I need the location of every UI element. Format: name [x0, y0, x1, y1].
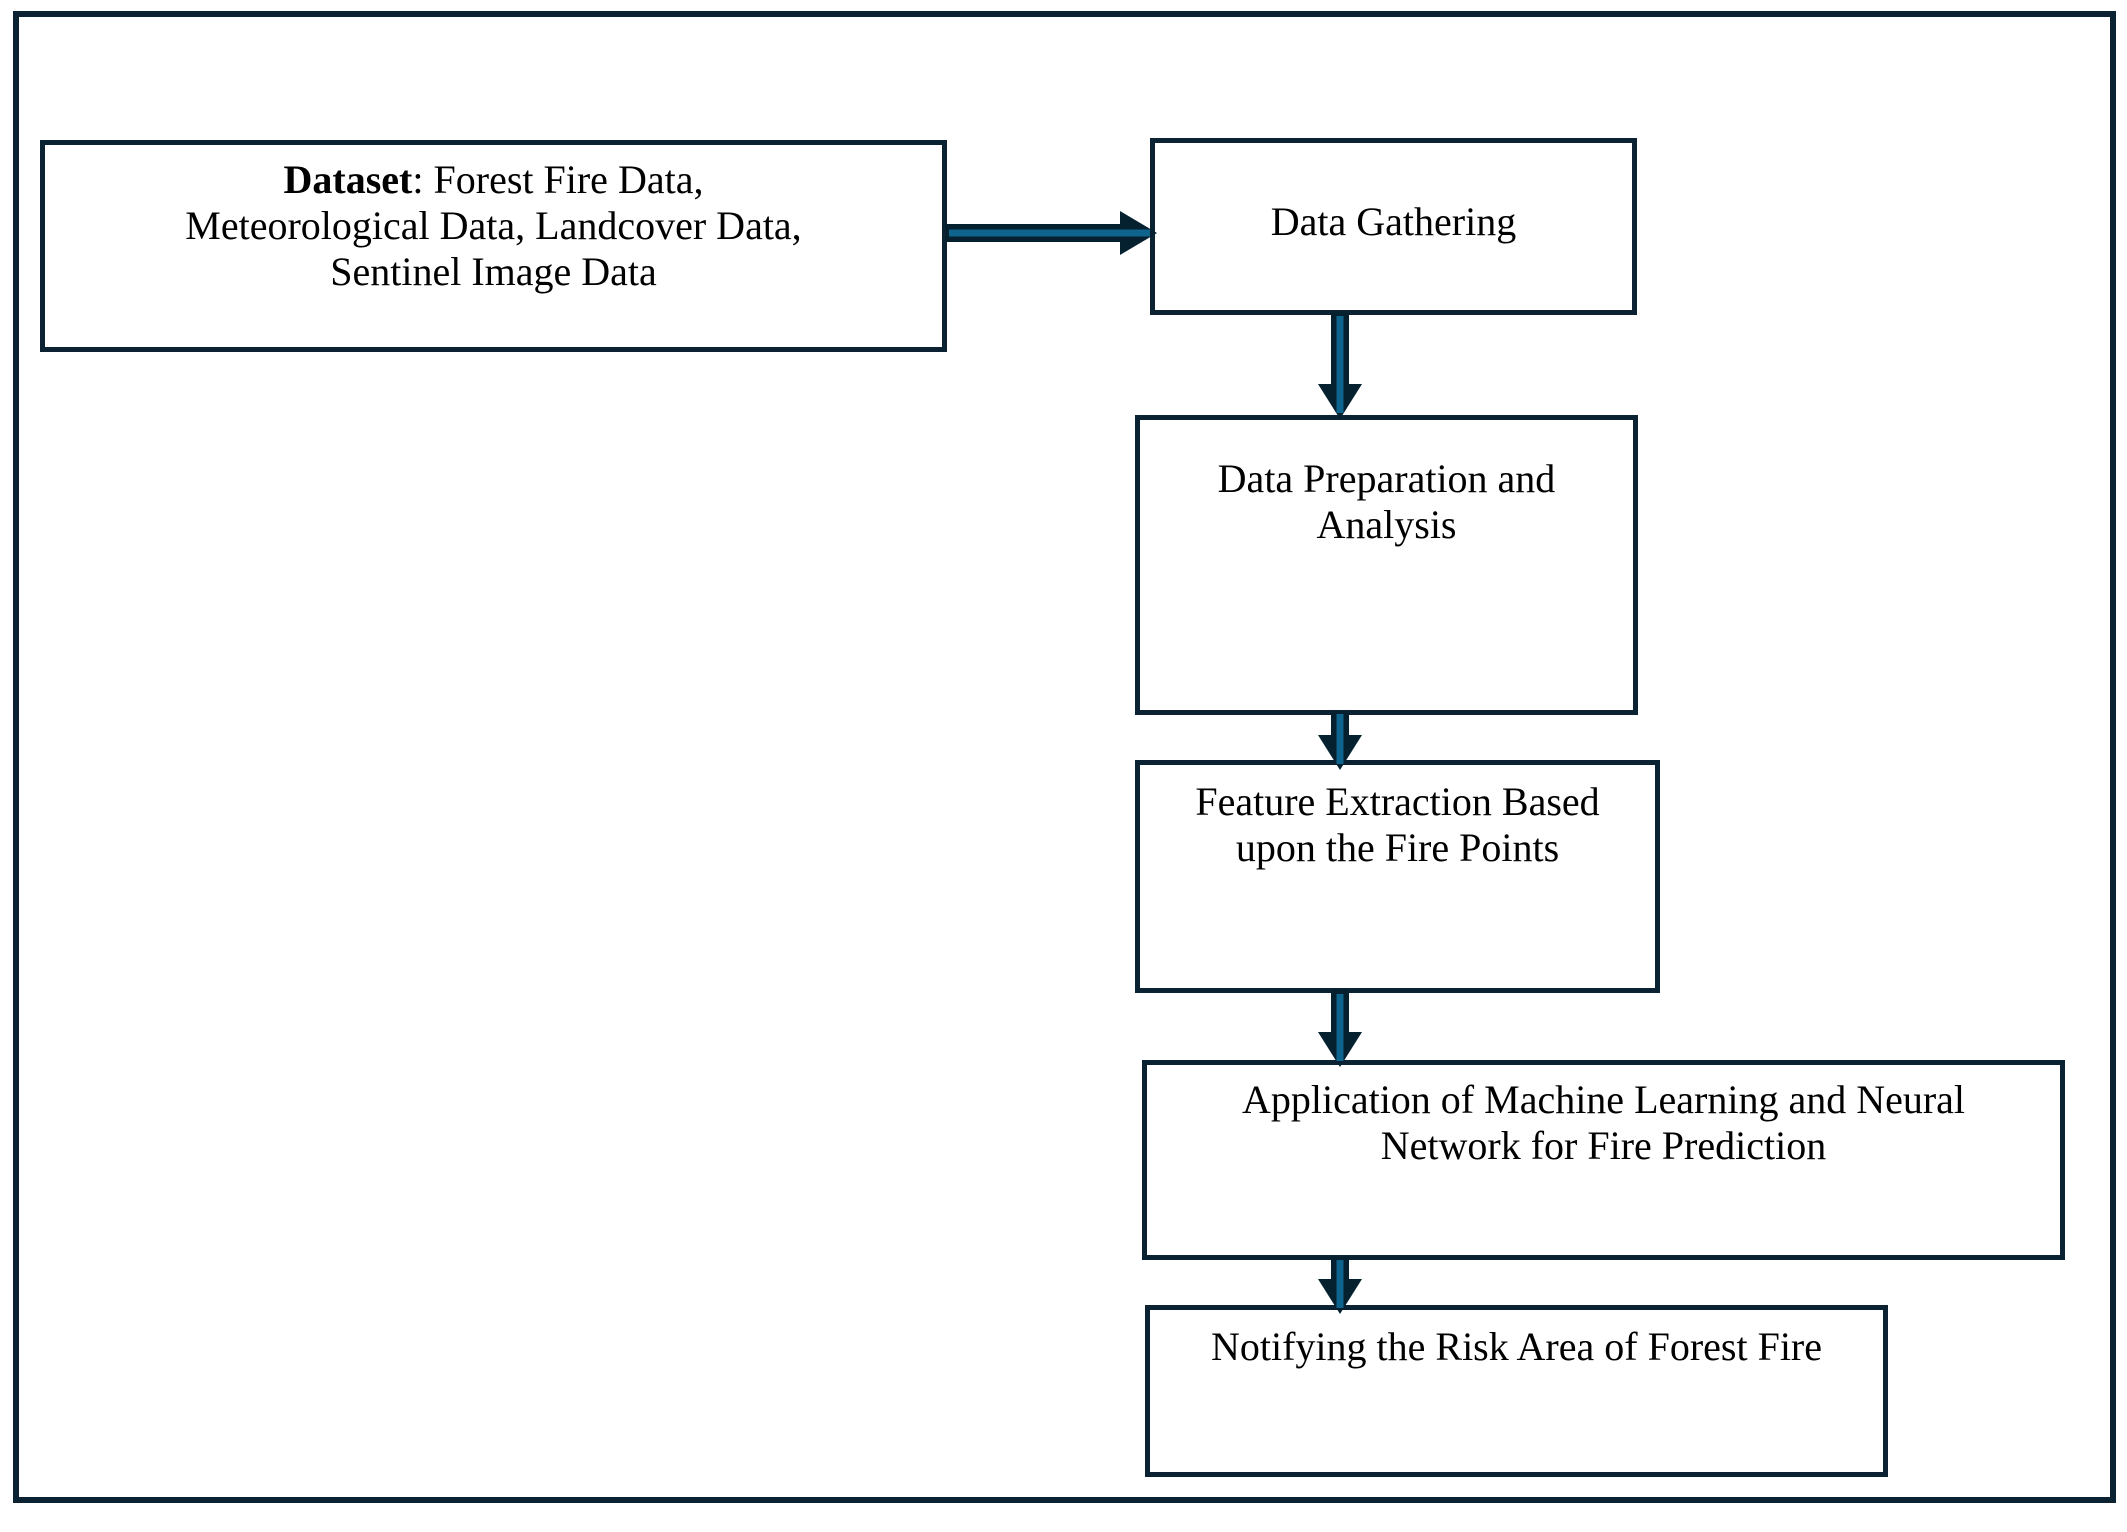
dataset-line-1-rest: : Forest Fire Data, — [412, 157, 704, 202]
node-data-preparation: Data Preparation and Analysis — [1135, 415, 1638, 715]
node-ml-application: Application of Machine Learning and Neur… — [1142, 1060, 2065, 1260]
node-feature-extraction: Feature Extraction Based upon the Fire P… — [1135, 760, 1660, 993]
dataset-line-3: Sentinel Image Data — [330, 249, 657, 294]
dataset-term: Dataset — [283, 157, 413, 202]
ml-application-line-2: Network for Fire Prediction — [1380, 1123, 1827, 1168]
feature-extraction-line-1: Feature Extraction Based — [1195, 779, 1600, 824]
notify-risk-area-label: Notifying the Risk Area of Forest Fire — [1210, 1324, 1823, 1369]
ml-application-line-1: Application of Machine Learning and Neur… — [1241, 1077, 1966, 1122]
data-gathering-label: Data Gathering — [1270, 199, 1517, 244]
dataset-line-2: Meteorological Data, Landcover Data, — [185, 203, 802, 248]
node-notify-risk-area: Notifying the Risk Area of Forest Fire — [1145, 1305, 1888, 1477]
feature-extraction-line-2: upon the Fire Points — [1235, 825, 1560, 870]
data-preparation-line-1: Data Preparation and — [1217, 456, 1556, 501]
dataset-line-1: Dataset: Forest Fire Data, — [284, 157, 704, 203]
node-data-gathering: Data Gathering — [1150, 138, 1637, 315]
node-dataset: Dataset: Forest Fire Data, Meteorologica… — [40, 140, 947, 352]
outer-border — [13, 11, 2116, 1503]
data-preparation-line-2: Analysis — [1316, 502, 1457, 547]
